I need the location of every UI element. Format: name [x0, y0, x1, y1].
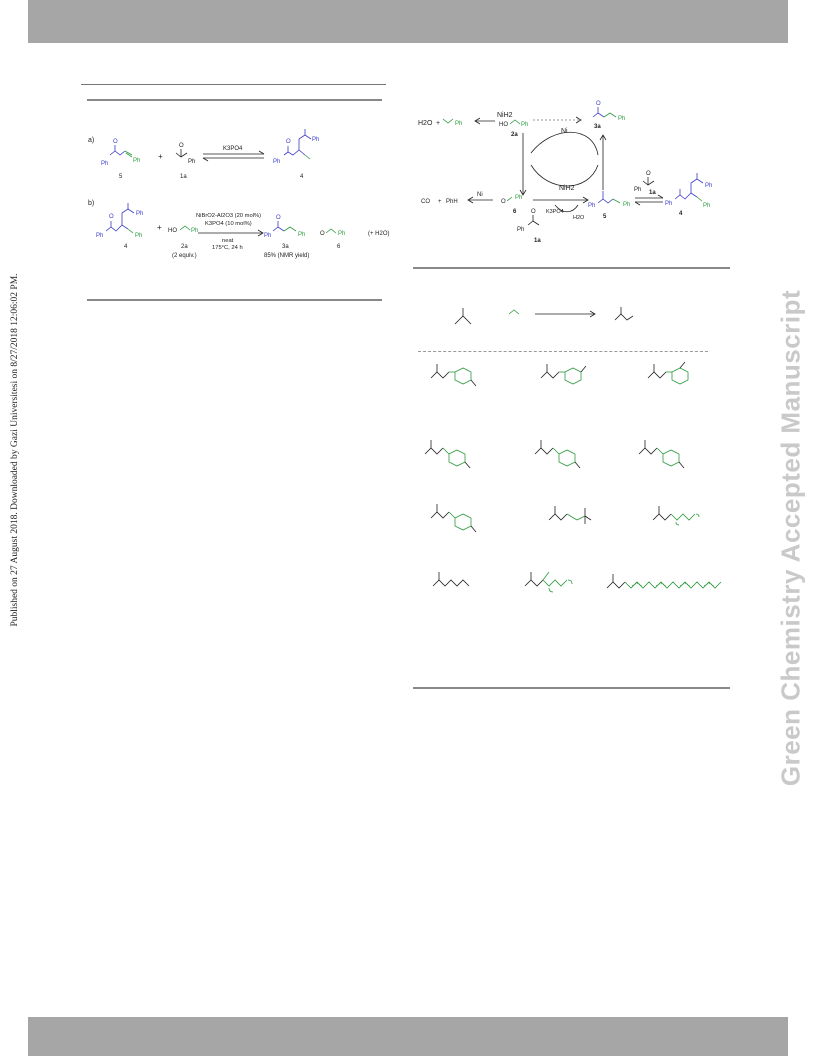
svg-text:(+ H2O): (+ H2O): [368, 231, 390, 237]
svg-text:+: +: [436, 120, 440, 127]
solvent-condition: neat: [222, 238, 234, 244]
svg-text:NiH2: NiH2: [559, 185, 575, 192]
substrate-row-3: [430, 504, 700, 533]
scheme-a-figure: a) Ph O Ph 5 + O Ph 1a K3PO4 O Ph Ph 4: [88, 129, 319, 180]
svg-text:Ph: Ph: [101, 161, 108, 167]
right-scheme-rule-top: [413, 267, 730, 269]
svg-text:+: +: [158, 152, 163, 161]
svg-text:Ph: Ph: [703, 203, 710, 209]
left-scheme-rule-top: [87, 99, 382, 101]
svg-text:HO: HO: [168, 228, 177, 234]
svg-text:Ph: Ph: [455, 121, 462, 127]
compound-6-label: 6: [337, 244, 341, 250]
svg-text:Ph: Ph: [135, 233, 142, 239]
nmr-yield: 85% (NMR yield): [264, 253, 309, 259]
substrate-row-1: [430, 361, 689, 387]
svg-text:O: O: [501, 199, 506, 205]
page-footer-bar: [28, 1017, 788, 1056]
svg-text:HO: HO: [499, 122, 508, 128]
svg-text:O: O: [276, 215, 281, 221]
svg-text:Ph: Ph: [338, 231, 345, 237]
acetophenone-1a-structure: [175, 149, 188, 158]
svg-text:Ph: Ph: [136, 211, 143, 217]
substrate-row-4: [432, 571, 722, 593]
mech-1a-right-label: 1a: [649, 190, 656, 196]
accepted-manuscript-watermark: Green Chemistry Accepted Manuscript: [775, 289, 806, 787]
svg-text:Ni: Ni: [477, 192, 483, 198]
mech-1a-bottom-label: 1a: [534, 238, 541, 244]
mech-5-label: 5: [603, 214, 607, 220]
svg-text:+: +: [157, 223, 162, 232]
svg-text:Ph: Ph: [264, 233, 271, 239]
compound-4-start-label: 4: [124, 244, 128, 250]
svg-text:Ph: Ph: [517, 227, 524, 233]
substrate-row-2: [424, 440, 685, 469]
diketone-4-start-structure: [105, 203, 135, 234]
right-scheme-rule-bottom: [413, 687, 730, 689]
scheme-b-figure: b) O Ph Ph Ph 4 + HO Ph 2a (2 equiv.) Ni…: [88, 200, 390, 259]
page-header-bar: [28, 0, 788, 43]
svg-text:Ph: Ph: [665, 201, 672, 207]
compound-2a-label: 2a: [181, 244, 188, 250]
table-dashed-rule: [418, 351, 708, 352]
compound-1a-label: 1a: [180, 174, 187, 180]
svg-text:Ph: Ph: [705, 183, 712, 189]
svg-text:Ph: Ph: [312, 137, 319, 143]
mech-6-label: 6: [513, 209, 517, 215]
svg-text:CO: CO: [421, 199, 430, 205]
mech-4-label: 4: [679, 211, 683, 217]
compound-3a-label: 3a: [282, 244, 289, 250]
svg-text:O: O: [646, 171, 651, 177]
svg-text:Ph: Ph: [521, 122, 528, 128]
svg-text:H2O: H2O: [573, 215, 585, 221]
ni-catalyst: Ni: [561, 128, 568, 135]
left-top-rule: [81, 84, 386, 85]
svg-text:Ph: Ph: [618, 116, 625, 122]
svg-text:H2O: H2O: [418, 120, 433, 127]
svg-text:NiH2: NiH2: [497, 112, 513, 119]
svg-text:Ph: Ph: [588, 203, 595, 209]
mechanism-figure: H2O + Ph NiH2 HO Ph 2a O Ph 3a Ni NiH2 C…: [418, 101, 712, 244]
svg-text:Ph: Ph: [515, 195, 522, 201]
svg-text:Ph: Ph: [298, 232, 305, 238]
k3po4-reagent: K3PO4: [223, 146, 243, 152]
diketone-4-structure: [283, 129, 312, 160]
svg-text:Ph: Ph: [96, 233, 103, 239]
svg-text:O: O: [286, 139, 291, 145]
svg-text:Ph: Ph: [133, 158, 140, 164]
svg-text:O: O: [320, 231, 325, 237]
svg-text:Ph: Ph: [191, 228, 198, 234]
svg-text:O: O: [179, 143, 184, 149]
scheme-a-label: a): [88, 137, 94, 144]
svg-text:(2 equiv.): (2 equiv.): [172, 253, 197, 259]
svg-text:PhH: PhH: [446, 199, 458, 205]
mech-2a-label: 2a: [511, 132, 518, 138]
svg-text:K3PO4: K3PO4: [546, 209, 564, 215]
svg-text:Ph: Ph: [188, 159, 195, 165]
base-condition: K3PO4 (10 mol%): [205, 221, 252, 227]
compound-4-label: 4: [300, 174, 304, 180]
scheme-b-label: b): [88, 200, 94, 207]
svg-text:Ph: Ph: [623, 202, 630, 208]
svg-text:O: O: [113, 139, 118, 145]
svg-text:O: O: [109, 214, 114, 220]
svg-text:O: O: [531, 209, 536, 215]
svg-text:+: +: [438, 199, 442, 205]
svg-text:Ph: Ph: [634, 187, 641, 193]
svg-text:Ph: Ph: [273, 159, 280, 165]
mech-3a-label: 3a: [594, 124, 601, 130]
temperature-condition: 175°C, 24 h: [212, 245, 243, 251]
download-watermark: Published on 27 August 2018. Downloaded …: [10, 273, 20, 627]
compound-5-label: 5: [119, 174, 123, 180]
catalyst-condition: NiBrO2-Al2O3 (20 mol%): [196, 213, 261, 219]
left-scheme-rule-bottom: [87, 299, 382, 301]
chalcone-5-structure: [109, 145, 133, 158]
substrate-scope-figure: [424, 307, 722, 593]
svg-text:O: O: [596, 101, 601, 107]
